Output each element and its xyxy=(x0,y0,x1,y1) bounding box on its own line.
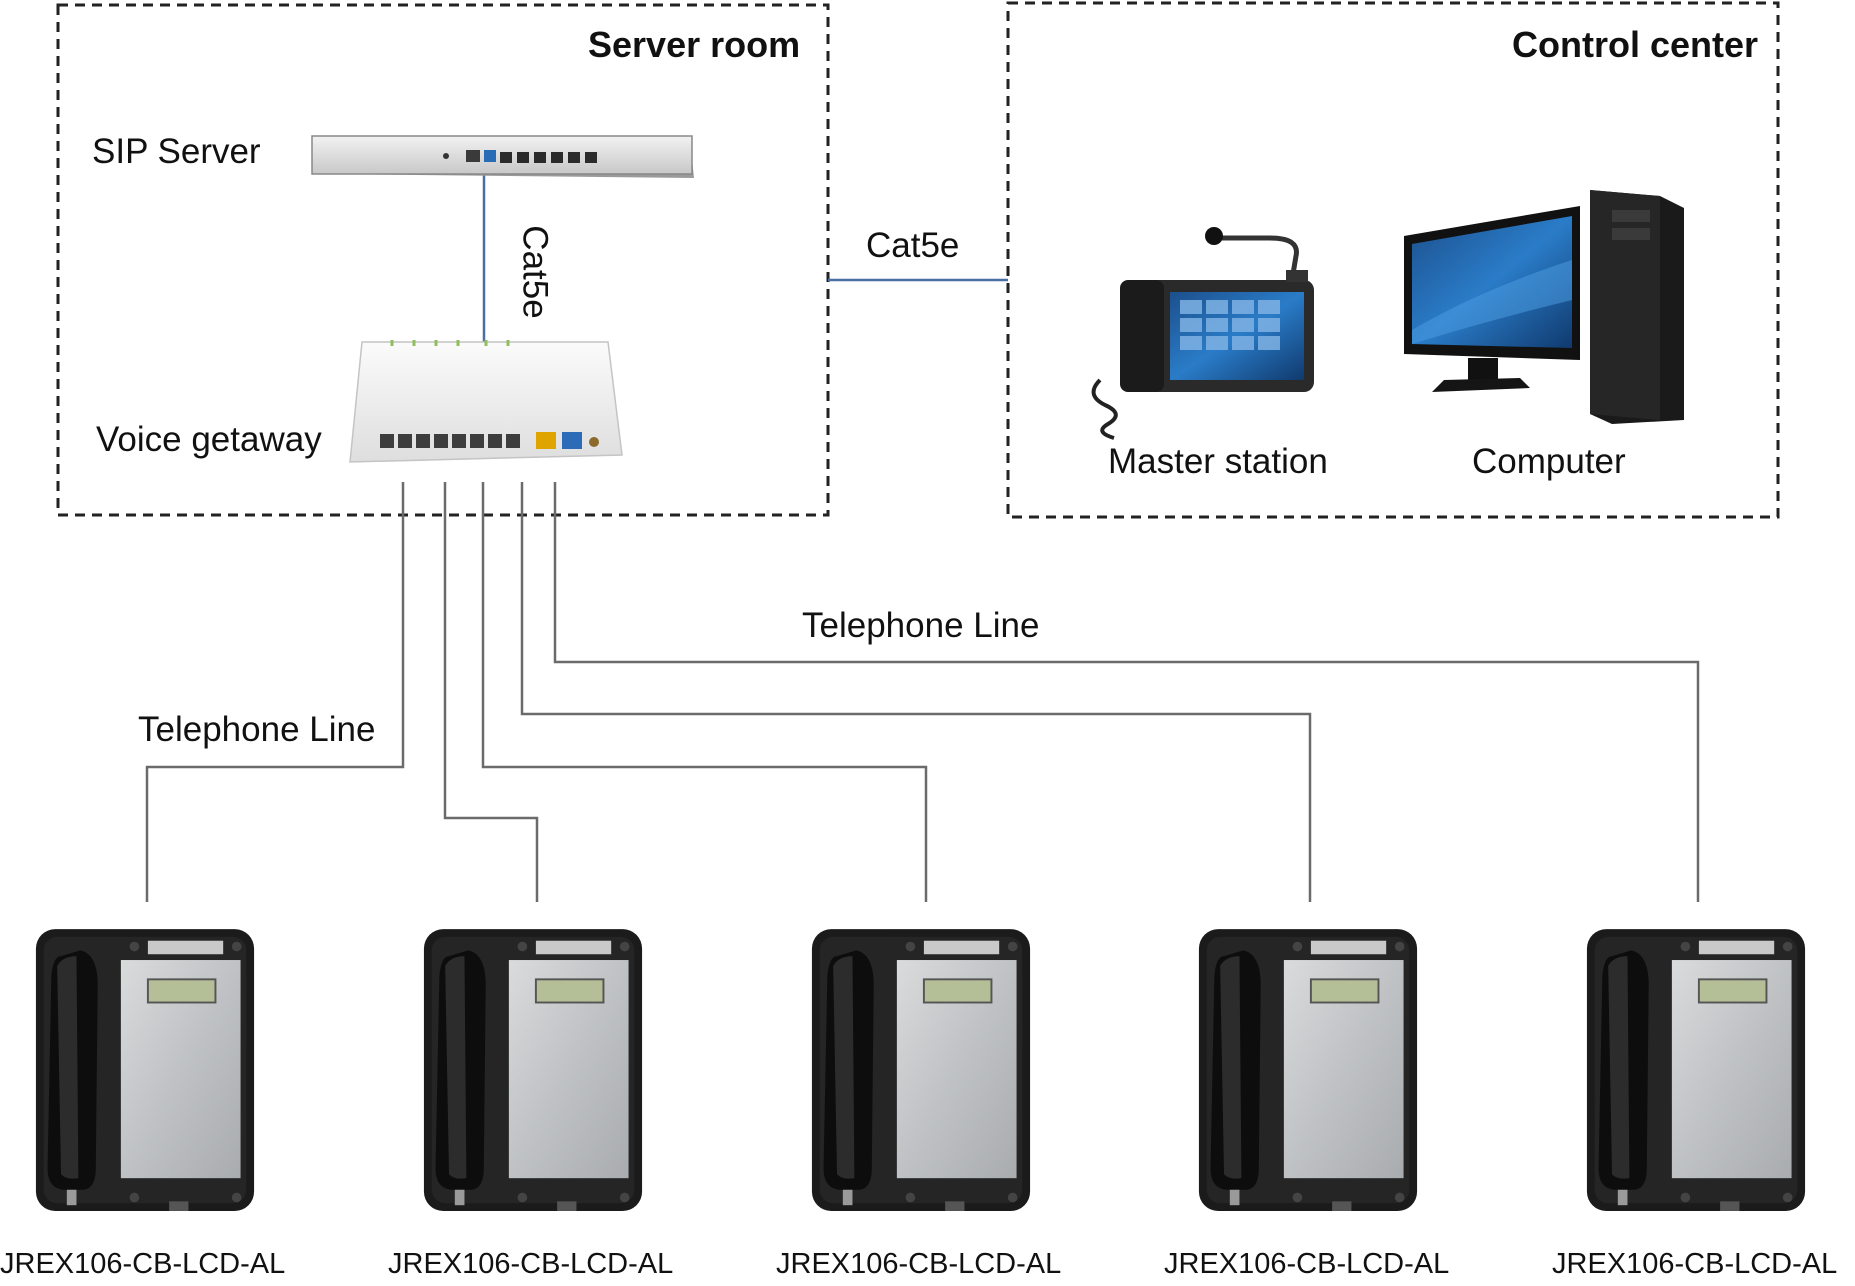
phone-5-label: JREX106-CB-LCD-AL xyxy=(1552,1248,1838,1280)
voice-gateway-label: Voice getaway xyxy=(96,420,322,459)
phone-4-label: JREX106-CB-LCD-AL xyxy=(1164,1248,1450,1280)
control-center-zone xyxy=(1006,1,1780,519)
phone-1-label: JREX106-CB-LCD-AL xyxy=(0,1248,286,1280)
telephone-line-label-lower: Telephone Line xyxy=(138,710,376,749)
server-room-title: Server room xyxy=(588,24,801,65)
phone-3-device xyxy=(810,928,1032,1212)
master-station-device xyxy=(1091,227,1314,440)
phone-5-device xyxy=(1585,928,1807,1212)
phones xyxy=(34,928,1807,1212)
telephone-line-label-upper: Telephone Line xyxy=(802,606,1040,645)
phone-2-label: JREX106-CB-LCD-AL xyxy=(388,1248,674,1280)
master-station-label: Master station xyxy=(1108,442,1328,481)
computer-label: Computer xyxy=(1472,442,1626,481)
phone-2-device xyxy=(422,928,644,1212)
phone-4-device xyxy=(1197,928,1419,1212)
telephone-line-5 xyxy=(553,482,1700,902)
telephone-lines xyxy=(145,482,1700,902)
phone-3-label: JREX106-CB-LCD-AL xyxy=(776,1248,1062,1280)
telephone-line-4 xyxy=(520,482,1312,902)
voice-gateway-device xyxy=(349,340,623,463)
telephone-line-1 xyxy=(145,482,405,902)
sip-to-gateway-cable-label: Cat5e xyxy=(515,225,555,319)
phone-1-device xyxy=(34,928,256,1212)
telephone-line-3 xyxy=(481,482,928,902)
sip-server-label: SIP Server xyxy=(92,132,261,171)
control-center-title: Control center xyxy=(1512,24,1759,65)
sip-server-device xyxy=(311,135,694,178)
server-room-zone xyxy=(56,3,830,517)
computer-device xyxy=(1404,190,1684,424)
server-to-control-cable-label: Cat5e xyxy=(866,226,960,265)
telephone-line-2 xyxy=(443,482,539,902)
